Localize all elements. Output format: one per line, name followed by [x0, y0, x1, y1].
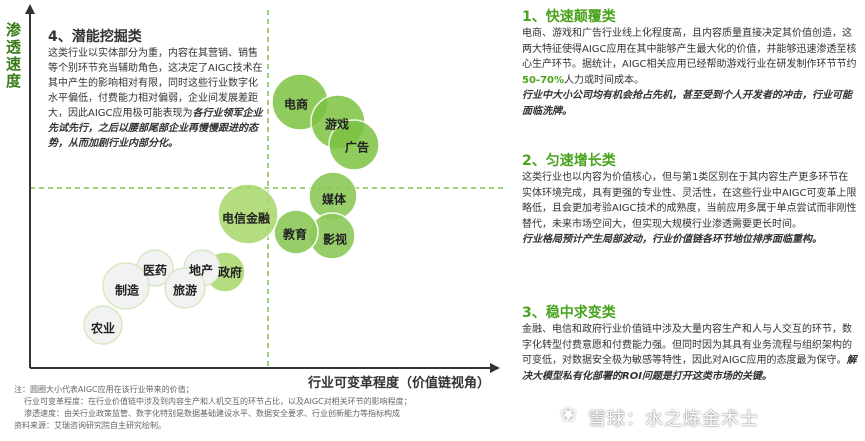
bubble-label: 广告	[344, 140, 370, 155]
source-line: 资料来源：艾瑞咨询研究院自主研究绘制。	[14, 421, 166, 430]
section2-body: 这类行业也以内容为价值核心，但与第1类区别在于其内容生产更多环节在实体环境完成，…	[522, 172, 857, 230]
section2-title: 2、匀速增长类	[522, 153, 616, 169]
section2-emphasis: 行业格局预计产生局部波动，行业价值链各环节地位排序面临重构。	[522, 234, 822, 245]
note-line: 行业可变革程度：在行业价值链中涉及到内容生产和人机交互的环节占比，以及AIGC对…	[24, 397, 412, 406]
section2-text: 这类行业也以内容为价值核心，但与第1类区别在于其内容生产更多环节在实体环境完成，…	[522, 170, 858, 248]
bubble-label: 影视	[322, 232, 348, 247]
bubble-label: 医药	[142, 263, 168, 278]
bubble-label: 制造	[114, 283, 140, 298]
section1-highlight: 50-70%	[522, 74, 565, 86]
x-axis-arrow-icon	[490, 363, 500, 373]
section3-emphasis: 解决大模型私有化部署的ROI问题是打开这类市场的关键。	[522, 355, 857, 382]
section3-body: 金融、电信和政府行业价值链中涉及大量内容生产和人与人交互的环节，数字化转型付费意…	[522, 324, 852, 366]
bubble-label: 旅游	[172, 283, 198, 298]
bubble-label: 地产	[188, 263, 214, 278]
bubble-label: 游戏	[324, 117, 350, 132]
bubble-agriculture	[83, 305, 123, 345]
quadrant4-title: 4、潜能挖掘类	[48, 29, 142, 45]
y-axis-arrow-icon	[25, 4, 35, 14]
bubble-manufacturing	[102, 262, 150, 310]
footnotes: 注：圆圈大小代表AIGC应用在该行业带来的价值； 行业可变革程度：在行业价值链中…	[14, 384, 514, 432]
note-line: 注：圆圈大小代表AIGC应用在该行业带来的价值；	[14, 385, 194, 394]
section1-body-end: 人力或时间成本。	[564, 74, 645, 86]
y-axis-label: 渗透速度	[6, 21, 22, 90]
bubble-advertising	[328, 119, 380, 171]
bubble-label: 教育	[282, 227, 308, 242]
bubble-label: 电商	[283, 97, 309, 112]
bubble-label: 农业	[90, 321, 116, 336]
section1-title: 1、快速颠覆类	[522, 9, 616, 25]
quadrant4-emphasis: 各行业领军企业先试先行，之后以腰部尾部企业再慢慢跟进的态势，从而加剧行业内部分化…	[48, 108, 263, 149]
note-line: 渗透速度：由关行业政策监管、数字化特别是数据基础建设水平、数据安全要求、行业创新…	[24, 409, 400, 418]
section1-emphasis: 行业中大小公司均有机会抢占先机，甚至受到个人开发者的冲击，行业可能面临洗牌。	[522, 90, 852, 117]
bubble-tourism	[164, 267, 206, 309]
matrix-diagram	[25, 4, 505, 373]
quadrant4-body: 这类行业以实体部分为重，内容在其营销、销售等个别环节充当辅助角色，这决定了AIG…	[48, 48, 263, 119]
bubble-label: 政府	[217, 265, 243, 280]
bubble-label: 媒体	[321, 192, 347, 207]
watermark: 雪球：水之炼金术士	[588, 409, 759, 430]
section3-text: 金融、电信和政府行业价值链中涉及大量内容生产和人与人交互的环节，数字化转型付费意…	[522, 322, 858, 384]
snowball-logo-icon: ❀	[560, 402, 577, 426]
quadrant4-text: 这类行业以实体部分为重，内容在其营销、销售等个别环节充当辅助角色，这决定了AIG…	[48, 46, 266, 151]
section1-body: 电商、游戏和广告行业线上化程度高，且内容质量直接决定其价值创造，这两大特征使得A…	[522, 28, 857, 70]
bubble-label: 电信金融	[221, 211, 271, 226]
section1-text: 电商、游戏和广告行业线上化程度高，且内容质量直接决定其价值创造，这两大特征使得A…	[522, 26, 858, 119]
section3-title: 3、稳中求变类	[522, 305, 616, 321]
x-axis-label: 行业可变革程度（价值链视角）	[308, 376, 491, 391]
bubble-telecom-finance	[217, 183, 279, 245]
bubble-education	[273, 209, 319, 255]
